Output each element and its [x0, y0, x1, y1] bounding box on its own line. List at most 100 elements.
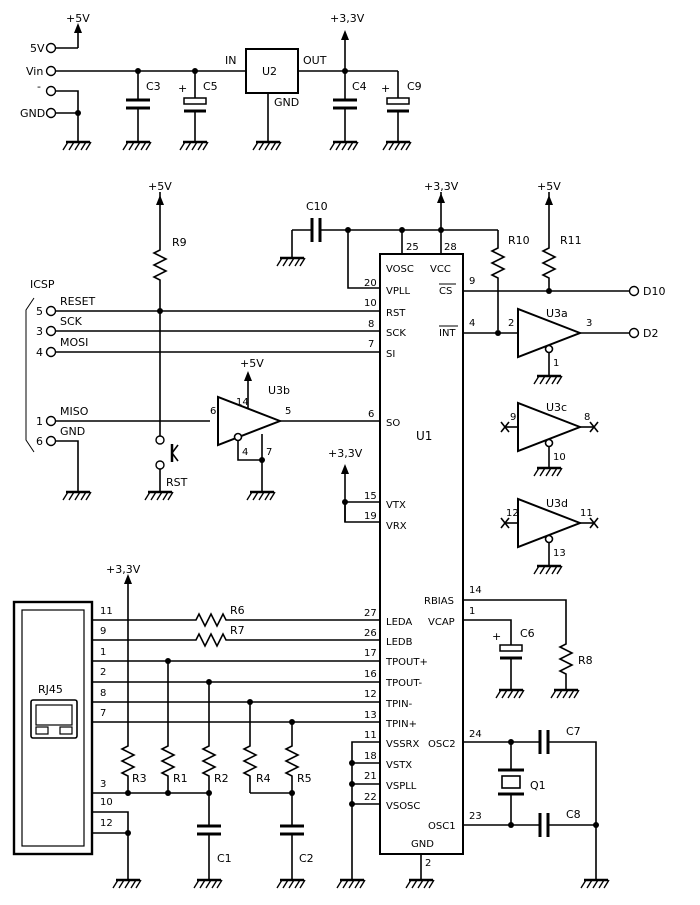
c3-label: C3 — [146, 80, 161, 93]
svg-text:5: 5 — [36, 305, 43, 318]
svg-text:VPLL: VPLL — [386, 286, 410, 297]
svg-text:VSSRX: VSSRX — [386, 739, 419, 750]
svg-text:12: 12 — [506, 508, 519, 519]
svg-text:3: 3 — [586, 318, 592, 329]
svg-text:1: 1 — [36, 415, 43, 428]
terminal-5v — [45, 42, 57, 54]
c9-label: C9 — [407, 80, 422, 93]
svg-text:13: 13 — [364, 710, 377, 721]
ethernet-wiring: +3,3V R6 R7 R3 R1 R2 — [92, 563, 380, 890]
svg-text:+: + — [381, 82, 390, 95]
r9-label: R9 — [172, 236, 187, 249]
svg-text:15: 15 — [364, 491, 377, 502]
d10-label: D10 — [643, 285, 665, 298]
svg-text:VSOSC: VSOSC — [386, 801, 420, 812]
svg-text:VCC: VCC — [430, 264, 451, 275]
svg-text:10: 10 — [364, 298, 377, 309]
icsp-title: ICSP — [30, 278, 55, 291]
svg-text:+: + — [178, 82, 187, 95]
c10-label: C10 — [306, 200, 328, 213]
c4-label: C4 — [352, 80, 367, 93]
svg-text:VRX: VRX — [386, 521, 407, 532]
r7-label: R7 — [230, 624, 245, 637]
svg-text:24: 24 — [469, 729, 482, 740]
svg-text:U2: U2 — [262, 65, 277, 78]
c7-label: C7 — [566, 725, 581, 738]
svg-text:18: 18 — [364, 751, 377, 762]
terminal-minus-label: - — [37, 80, 41, 93]
svg-text:14: 14 — [236, 397, 249, 408]
terminal-gnd — [45, 107, 57, 119]
svg-text:U3d: U3d — [546, 497, 568, 510]
svg-text:23: 23 — [469, 811, 482, 822]
svg-text:26: 26 — [364, 628, 377, 639]
svg-text:VSTX: VSTX — [386, 760, 412, 771]
svg-text:11: 11 — [364, 730, 377, 741]
terminal-minus — [45, 85, 57, 97]
q1-label: Q1 — [530, 779, 546, 792]
svg-text:7: 7 — [100, 708, 106, 719]
r3-label: R3 — [132, 772, 147, 785]
svg-text:OSC2: OSC2 — [428, 739, 456, 750]
svg-text:5: 5 — [285, 406, 291, 417]
svg-text:SCK: SCK — [60, 315, 83, 328]
svg-text:TPIN+: TPIN+ — [385, 719, 417, 730]
terminal-5v-label: 5V — [30, 42, 45, 55]
svg-text:LEDA: LEDA — [386, 617, 412, 628]
r2-label: R2 — [214, 772, 229, 785]
rst-label: RST — [166, 476, 188, 489]
svg-text:3: 3 — [100, 779, 106, 790]
r4-label: R4 — [256, 772, 271, 785]
svg-text:SCK: SCK — [386, 328, 406, 339]
u3b-buffer: U3b 6 5 +5V 14 4 7 — [210, 357, 380, 502]
svg-text:11: 11 — [580, 508, 593, 519]
svg-text:U3a: U3a — [546, 307, 568, 320]
vss-bus — [335, 741, 380, 890]
svg-text:9: 9 — [469, 276, 475, 287]
vtx-vrx-supply: +3,3V — [328, 447, 380, 523]
svg-text:LEDB: LEDB — [386, 637, 413, 648]
svg-text:+5V: +5V — [148, 180, 172, 193]
svg-text:IN: IN — [225, 54, 236, 67]
svg-text:7: 7 — [368, 339, 374, 350]
svg-text:MISO: MISO — [60, 405, 89, 418]
svg-text:27: 27 — [364, 608, 377, 619]
svg-text:SI: SI — [386, 349, 395, 360]
svg-text:4: 4 — [469, 318, 475, 329]
svg-text:INT: INT — [439, 328, 456, 339]
svg-text:+3,3V: +3,3V — [424, 180, 459, 193]
svg-text:MOSI: MOSI — [60, 336, 88, 349]
svg-text:TPOUT-: TPOUT- — [385, 678, 423, 689]
u1-label: U1 — [416, 429, 432, 443]
svg-text:VOSC: VOSC — [386, 264, 414, 275]
d2-label: D2 — [643, 327, 658, 340]
p33v-label: +3,3V — [330, 12, 365, 25]
c5-label: C5 — [203, 80, 218, 93]
svg-text:GND: GND — [274, 96, 299, 109]
vcc-network: +3,3V C10 R10 — [275, 180, 530, 330]
u1-chip: U1 25 VOSC 28 VCC VPLL RST SCK SI SO VTX… — [364, 210, 482, 890]
rbias-vcap: R8 + C6 — [463, 599, 593, 700]
rj45-label: RJ45 — [38, 683, 63, 696]
svg-text:1: 1 — [469, 606, 475, 617]
svg-text:22: 22 — [364, 792, 377, 803]
terminal-vin — [45, 65, 57, 77]
svg-text:GND: GND — [411, 839, 434, 850]
u3c-buffer: U3c 9 8 10 — [500, 401, 599, 478]
svg-text:1: 1 — [100, 647, 106, 658]
svg-text:2: 2 — [100, 667, 106, 678]
svg-text:TPIN-: TPIN- — [385, 699, 413, 710]
svg-text:20: 20 — [364, 278, 377, 289]
svg-text:+3,3V: +3,3V — [106, 563, 141, 576]
svg-text:GND: GND — [60, 425, 85, 438]
svg-text:RBIAS: RBIAS — [424, 596, 454, 607]
svg-text:9: 9 — [100, 626, 106, 637]
svg-text:7: 7 — [266, 447, 272, 458]
svg-text:4: 4 — [242, 447, 248, 458]
icsp-connector: ICSP 5 RESET 3 SCK 4 MOSI 1 MISO 6 GND — [25, 278, 380, 502]
svg-text:U3b: U3b — [268, 384, 290, 397]
svg-text:14: 14 — [469, 585, 482, 596]
r5-label: R5 — [297, 772, 312, 785]
svg-text:RESET: RESET — [60, 295, 96, 308]
